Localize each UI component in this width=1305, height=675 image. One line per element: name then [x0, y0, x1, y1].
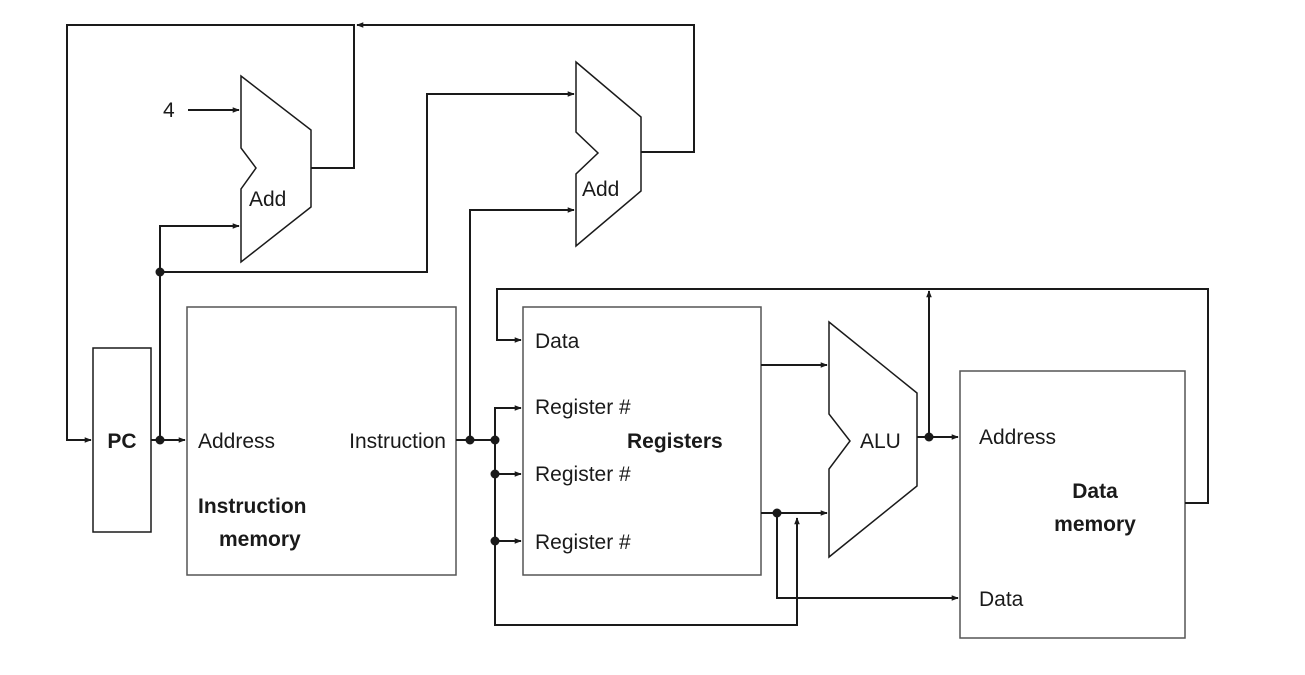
imem-title-line1: Instruction	[198, 495, 307, 518]
branch-adder	[575, 60, 642, 248]
imem-title-line2: memory	[219, 528, 301, 551]
registers-box	[522, 306, 762, 576]
wire-instruction-to-branch-adder	[469, 207, 575, 440]
registers-reg-label-2: Register #	[535, 463, 631, 486]
junction-reg3	[490, 536, 500, 546]
junction-reg2	[490, 469, 500, 479]
dmem-address-label: Address	[979, 426, 1056, 449]
registers-title: Registers	[627, 430, 723, 453]
registers-data-label: Data	[535, 330, 580, 353]
junction-instruction	[465, 435, 475, 445]
data-memory-box	[959, 370, 1186, 639]
junction-pc	[155, 435, 165, 445]
alu	[828, 320, 918, 559]
registers-reg-label-3: Register #	[535, 531, 631, 554]
instruction-memory-box	[186, 306, 457, 576]
alu-label: ALU	[860, 430, 901, 453]
wire-to-reg2	[494, 440, 522, 477]
registers-reg-label-1: Register #	[535, 396, 631, 419]
branch-adder-label: Add	[582, 178, 619, 201]
wire-to-reg3	[494, 474, 522, 544]
imem-instruction-label: Instruction	[349, 430, 446, 453]
junction-reg-split	[490, 435, 500, 445]
imem-address-label: Address	[198, 430, 275, 453]
wire-branch-adder-out	[356, 22, 695, 153]
junction-alu-out	[924, 432, 934, 442]
dmem-title-line2: memory	[1054, 513, 1136, 536]
dmem-title-line1: Data	[1072, 480, 1118, 503]
dmem-data-label: Data	[979, 588, 1024, 611]
wire-writeback-loop	[496, 288, 1209, 504]
wire-reg-out2-to-dmem-data	[776, 513, 959, 601]
constant-four: 4	[163, 99, 175, 122]
pc-label: PC	[107, 430, 136, 453]
pc-register	[92, 347, 152, 533]
wire-pc-to-pc-adder	[159, 223, 240, 440]
junction-reg-out2	[772, 508, 782, 518]
junction-pc-branch	[155, 267, 165, 277]
pc-adder-label: Add	[249, 188, 286, 211]
wire-instruction-to-alu	[494, 517, 800, 626]
wire-pc-to-branch-adder	[160, 91, 575, 273]
wire-to-reg1	[494, 405, 522, 440]
wire-pc-adder-loop	[66, 24, 355, 443]
pc-adder	[240, 74, 312, 264]
